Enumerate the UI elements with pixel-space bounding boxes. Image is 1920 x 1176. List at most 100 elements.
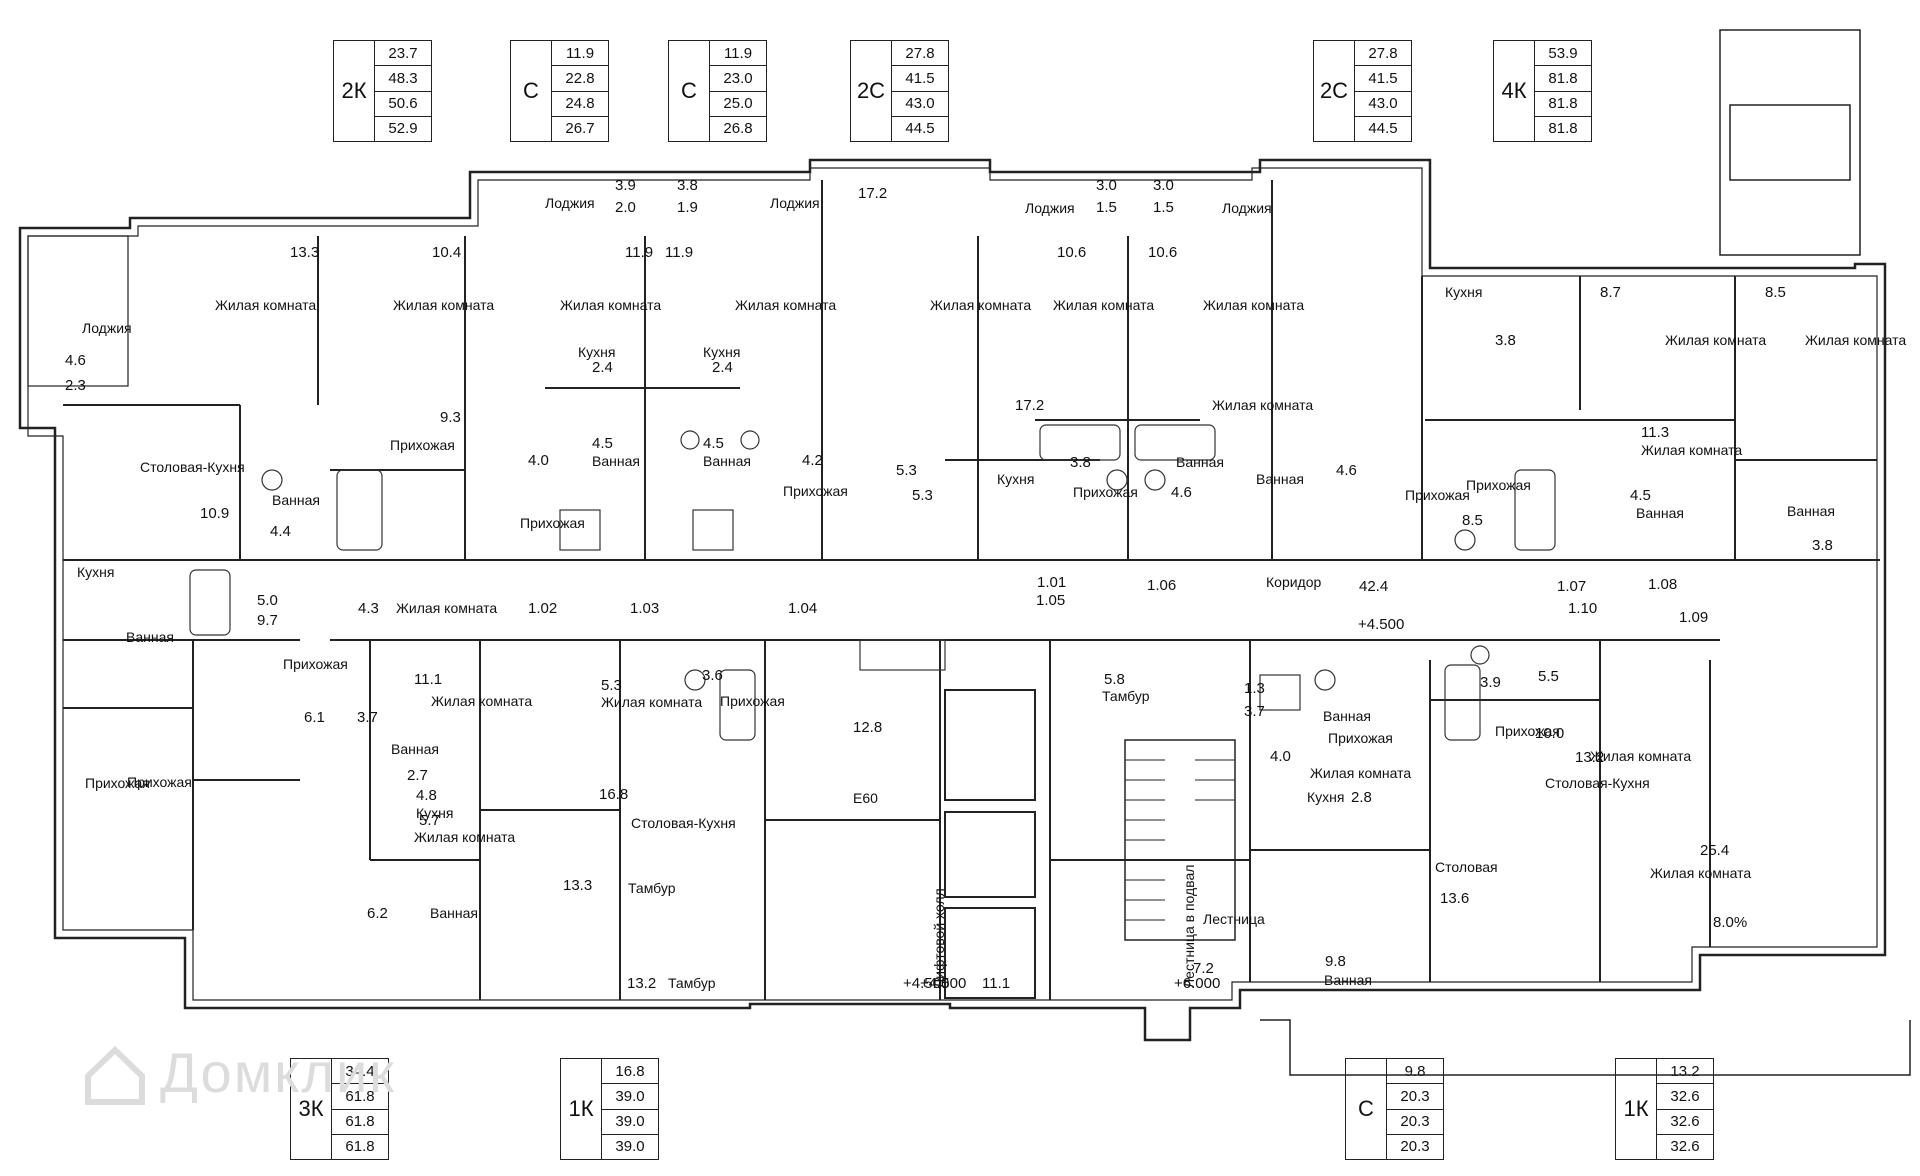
apartment-area: 11.9 bbox=[710, 41, 766, 67]
room-label: +4.500 bbox=[920, 975, 966, 992]
apartment-area: 41.5 bbox=[1355, 66, 1411, 92]
room-label: Прихожая bbox=[127, 774, 192, 790]
room-label: Тамбур bbox=[668, 975, 716, 991]
room-label: 2.3 bbox=[65, 377, 86, 394]
apartment-area: 26.8 bbox=[723, 120, 753, 138]
room-label: Жилая комната bbox=[1590, 748, 1691, 764]
walls bbox=[18, 29, 1911, 1076]
apartment-area: 81.8 bbox=[1535, 92, 1591, 117]
room-label: 3.8 bbox=[677, 177, 698, 194]
room-label: 1.5 bbox=[1153, 199, 1174, 216]
room-label: Прихожая bbox=[1073, 484, 1138, 500]
apartment-area: 39.0 bbox=[602, 1110, 658, 1135]
room-label: 16.8 bbox=[599, 786, 628, 803]
apartment-area: 44.5 bbox=[905, 120, 935, 138]
room-label: Ванная bbox=[391, 741, 439, 757]
room-label: 13.2 bbox=[627, 975, 656, 992]
room-label: 9.7 bbox=[257, 612, 278, 629]
room-label: 10.4 bbox=[432, 244, 461, 261]
apartment-type: 2С bbox=[851, 41, 892, 141]
apartment-area: 22.8 bbox=[552, 66, 608, 92]
room-label: Жилая комната bbox=[1650, 865, 1751, 881]
room-label: Прихожая bbox=[1495, 723, 1560, 739]
room-label: Ванная bbox=[126, 629, 174, 645]
room-label: 9.8 bbox=[1325, 953, 1346, 970]
room-label: 1.04 bbox=[788, 600, 817, 617]
apartment-area: 39.0 bbox=[615, 1138, 645, 1156]
room-label: Е60 bbox=[853, 790, 878, 806]
room-label: 10.9 bbox=[200, 505, 229, 522]
apartment-type: С bbox=[669, 41, 710, 141]
room-label: 4.4 bbox=[270, 523, 291, 540]
room-label: 2.8 bbox=[1351, 789, 1372, 806]
apartment-area: 23.7 bbox=[375, 41, 431, 67]
room-label: 6.1 bbox=[304, 709, 325, 726]
room-label: Жилая комната bbox=[735, 297, 836, 313]
apartment-area: 32.6 bbox=[1657, 1110, 1713, 1135]
room-label: Прихожая bbox=[783, 483, 848, 499]
apartment-area: 39.0 bbox=[602, 1084, 658, 1110]
room-label: 13.3 bbox=[290, 244, 319, 261]
room-label: Ванная bbox=[1787, 503, 1835, 519]
apartment-area: 50.6 bbox=[375, 92, 431, 117]
apartment-type: 1К bbox=[561, 1059, 602, 1159]
room-label: 5.7 bbox=[419, 812, 440, 829]
apartment-area: 25.0 bbox=[710, 92, 766, 117]
apartment-area: 11.9 bbox=[552, 41, 608, 67]
room-label: 13.6 bbox=[1440, 890, 1469, 907]
room-label: 17.2 bbox=[858, 185, 887, 202]
room-label: 1.9 bbox=[677, 199, 698, 216]
room-label: Лоджия bbox=[770, 195, 820, 211]
room-label: 13.2 bbox=[1575, 749, 1604, 766]
room-label: 1.05 bbox=[1036, 592, 1065, 609]
room-label: 8.7 bbox=[1600, 284, 1621, 301]
room-label: 25.4 bbox=[1700, 842, 1729, 859]
apartment-area: 27.8 bbox=[1355, 41, 1411, 67]
apartment-type: 1К bbox=[1616, 1059, 1657, 1159]
room-label: 2.4 bbox=[712, 359, 733, 376]
room-label: Прихожая bbox=[1328, 730, 1393, 746]
room-label: Лифтовой холл bbox=[931, 888, 947, 988]
room-label: Лестница bbox=[1203, 911, 1265, 927]
room-label: 3.6 bbox=[702, 667, 723, 684]
apartment-area: 41.5 bbox=[892, 66, 948, 92]
room-label: Ванная bbox=[272, 492, 320, 508]
room-label: Коридор bbox=[1266, 574, 1322, 590]
room-label: Ванная bbox=[1256, 471, 1304, 487]
room-label: 1.09 bbox=[1679, 609, 1708, 626]
room-label: 1.07 bbox=[1557, 578, 1586, 595]
room-label: Столовая-Кухня bbox=[140, 459, 245, 475]
room-label: 3.0 bbox=[1096, 177, 1117, 194]
room-label: 11.3 bbox=[1641, 424, 1669, 441]
room-label: Прихожая bbox=[1405, 487, 1470, 503]
room-label: 1.10 bbox=[1568, 600, 1597, 617]
room-label: Кухня bbox=[997, 471, 1034, 487]
apartment-area: 27.8 bbox=[892, 41, 948, 67]
room-label: Лестница в подвал bbox=[1181, 865, 1197, 988]
room-label: 1.01 bbox=[1037, 574, 1066, 591]
room-label: 42.4 bbox=[1359, 578, 1388, 595]
room-label: 5.5 bbox=[1538, 668, 1559, 685]
room-label: 17.2 bbox=[1015, 397, 1044, 414]
apartment-area: 23.0 bbox=[710, 66, 766, 92]
room-label: Кухня bbox=[416, 805, 453, 821]
room-label: Ванная bbox=[592, 453, 640, 469]
room-label: 4.6 bbox=[1336, 462, 1357, 479]
apartment-area: 81.8 bbox=[1548, 120, 1578, 138]
room-label: 4.6 bbox=[65, 352, 86, 369]
room-label: Столовая-Кухня bbox=[631, 815, 736, 831]
room-label: Кухня bbox=[703, 344, 740, 360]
apartment-type: 2К bbox=[334, 41, 375, 141]
room-label: Жилая комната bbox=[1212, 397, 1313, 413]
room-label: Столовая-Кухня bbox=[1545, 775, 1650, 791]
room-label: Кухня bbox=[77, 564, 114, 580]
room-label: Прихожая bbox=[85, 775, 150, 791]
room-label: 3.8 bbox=[1812, 537, 1833, 554]
room-label: 10.6 bbox=[1148, 244, 1177, 261]
room-label: 3.8 bbox=[1495, 332, 1516, 349]
room-label: Жилая комната bbox=[1641, 442, 1742, 458]
apartment-area: 20.3 bbox=[1400, 1138, 1430, 1156]
